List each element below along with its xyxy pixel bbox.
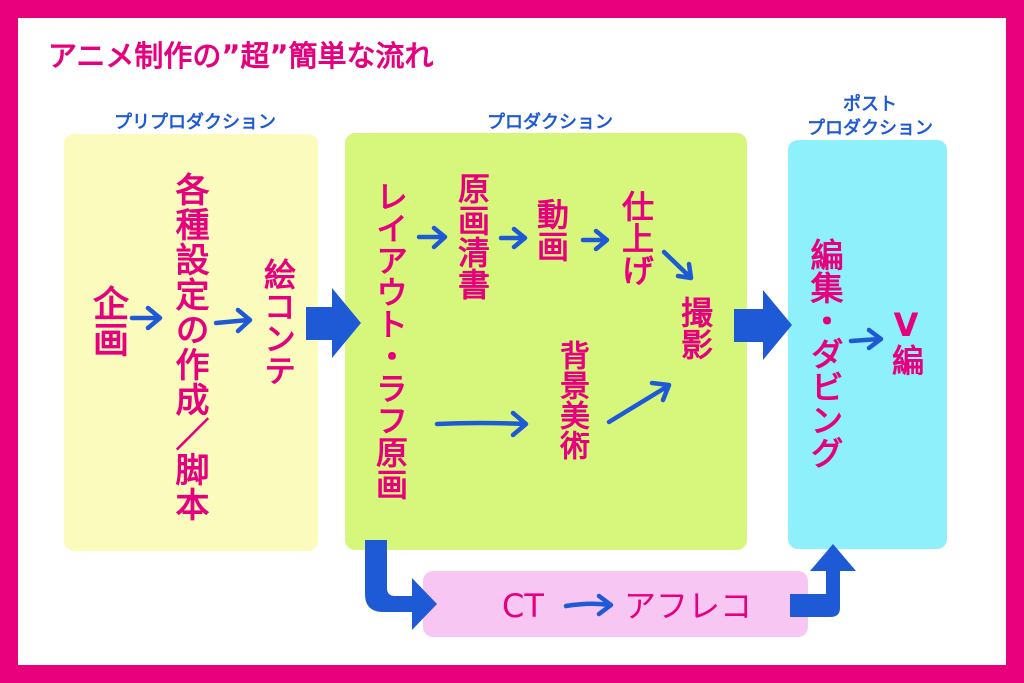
block-arrow-pre-to-prod <box>306 288 361 358</box>
step-settei: 各種設定の作成／脚本 <box>169 172 209 522</box>
arrow-shiage-to-satsuei <box>661 249 694 281</box>
step-douga: 動画 <box>532 198 570 262</box>
phase-label-post-line1: ポスト <box>843 94 897 115</box>
arrow-layout-to-haikei <box>434 410 529 438</box>
step-haikei: 背景美術 <box>554 340 589 460</box>
phase-label-preproduction: プリプロダクション <box>114 112 276 133</box>
postproduction-box <box>788 140 947 549</box>
arrow-ct-to-afureco <box>563 593 614 617</box>
phase-label-production: プロダクション <box>487 112 613 133</box>
arrow-haikei-to-satsuei <box>606 380 672 425</box>
block-arrow-prod-to-post <box>734 290 792 360</box>
step-ct: CT <box>502 587 544 625</box>
arrow-settei-to-ekonte <box>213 307 253 334</box>
arrow-kikaku-to-settei <box>129 305 163 331</box>
arrow-henshu-to-vhen <box>848 327 884 351</box>
page-title: アニメ制作の”超”簡単な流れ <box>48 39 434 73</box>
step-afureco: アフレコ <box>624 587 753 625</box>
phase-label-post-line2: プロダクション <box>807 118 933 139</box>
arrow-douga-to-shiage <box>580 228 610 252</box>
step-kikaku: 企画 <box>87 285 128 357</box>
step-layout: レイアウト・ラフ原画 <box>371 180 409 500</box>
production-box <box>345 133 747 550</box>
bent-arrow-bottom-to-post <box>790 544 856 617</box>
step-shiage: 仕上げ <box>617 190 655 286</box>
step-henshu: 編集・ダビング <box>805 238 844 469</box>
bottom-box <box>423 571 808 637</box>
preproduction-box <box>64 134 318 551</box>
bent-arrow-prod-to-bottom <box>365 540 437 630</box>
arrow-genga-to-douga <box>498 226 528 250</box>
step-ekonte: 絵コンテ <box>259 258 297 386</box>
arrow-layout-to-genga <box>416 225 448 250</box>
step-genga: 原画清書 <box>453 172 491 300</box>
step-satsuei: 撮影 <box>676 296 714 360</box>
step-vhen: V編 <box>887 306 925 376</box>
